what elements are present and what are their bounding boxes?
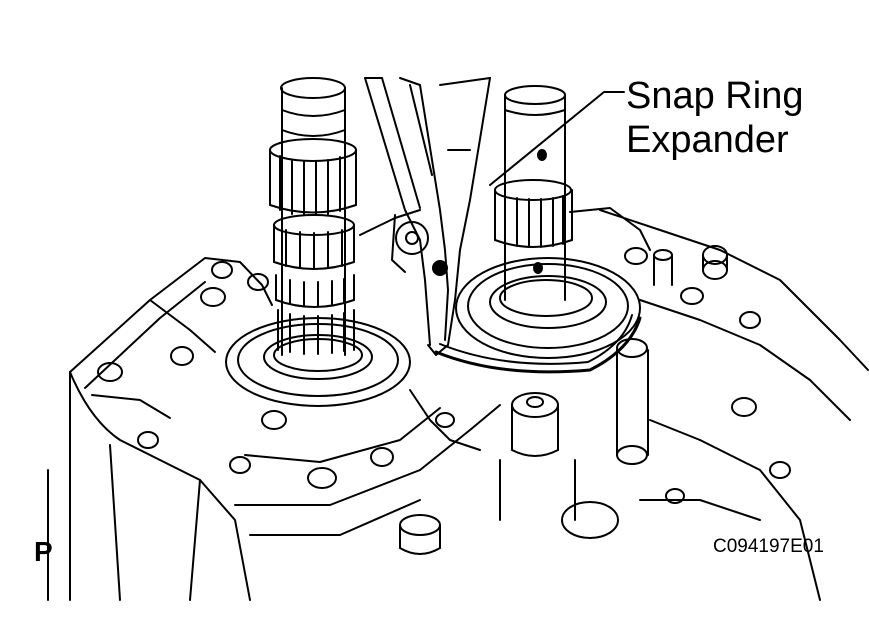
callout-line-2: Expander [626,119,789,161]
right-bearing [455,257,641,359]
center-plug [499,392,619,539]
left-bearing [225,317,411,407]
figure-code: C094197E01 [713,536,824,557]
left-shaft [269,77,357,356]
case-bolt-holes [97,247,791,504]
callout-leader-line [489,91,625,186]
view-letter: P [34,536,53,567]
callout-line-1: Snap Ring [626,75,804,117]
right-shaft [494,85,573,301]
lower-plug [399,514,441,555]
dowel-pins [616,245,728,465]
transmission-case [47,207,869,601]
snap-ring [434,314,642,374]
callout-label: Snap Ring Expander [626,74,803,162]
snap-ring-expander-tool [364,77,491,356]
